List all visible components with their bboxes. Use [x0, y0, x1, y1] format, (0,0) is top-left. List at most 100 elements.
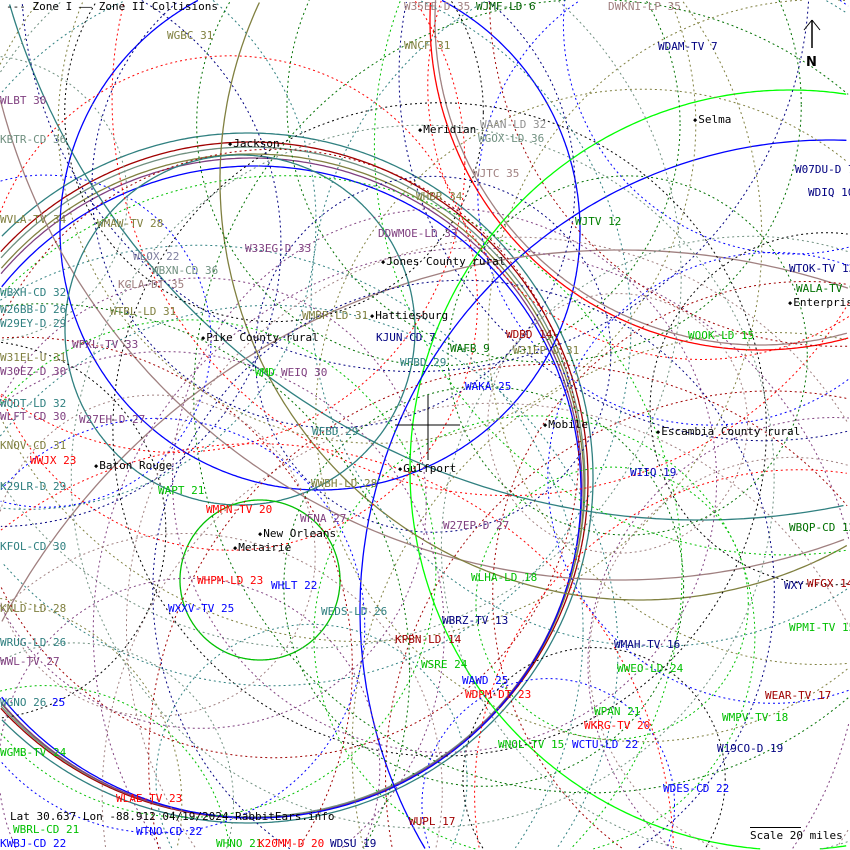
station-label[interactable]: WWBH-LD 28: [311, 477, 378, 490]
station-label[interactable]: KGLA-DT 35: [118, 278, 185, 291]
station-label[interactable]: K20MM-D 20: [258, 837, 325, 850]
station-label[interactable]: KPBN-LD 14: [395, 633, 462, 646]
station-label[interactable]: KNOV-CD 31: [0, 439, 67, 452]
station-label[interactable]: WALA-TV 9: [796, 282, 850, 295]
station-label[interactable]: WAPT 21: [158, 484, 205, 497]
station-label[interactable]: WWEO-LD 24: [617, 662, 684, 675]
station-label[interactable]: WMPN-TV 20: [206, 503, 273, 516]
station-label[interactable]: KBTR-CD 36: [0, 133, 67, 146]
station-label[interactable]: DWKNI-LP 35: [608, 0, 681, 13]
station-label[interactable]: W31EP-D 31: [513, 344, 580, 357]
station-label[interactable]: W30EZ-D 30: [0, 365, 67, 378]
station-label[interactable]: WBRZ-TV 13: [442, 614, 509, 627]
station-label[interactable]: WGBC 31: [167, 29, 214, 42]
station-label[interactable]: WBRL-CD 21: [13, 823, 80, 836]
station-label[interactable]: WMAW-TV 28: [97, 217, 164, 230]
station-label[interactable]: WTNO-CD 22: [136, 825, 203, 838]
station-label[interactable]: WIIQ 19: [630, 466, 677, 479]
station-label[interactable]: WPXL-TV 33: [72, 338, 139, 351]
coverage-contour: [0, 240, 763, 643]
station-label[interactable]: WHLT 22: [271, 579, 318, 592]
station-label[interactable]: WBXH-CD 32: [0, 286, 67, 299]
station-label[interactable]: WOOK-LD 15: [688, 329, 755, 342]
station-label[interactable]: W27EP-D 27: [443, 519, 510, 532]
station-label[interactable]: WJTV 12: [575, 215, 622, 228]
station-label[interactable]: WPAN 21: [594, 705, 641, 718]
station-label[interactable]: DDWMOE-LD 33: [378, 227, 458, 240]
station-label[interactable]: WLOX 22: [133, 250, 180, 263]
station-label[interactable]: WPMI-TV 15: [789, 621, 850, 634]
station-label[interactable]: WEIQ 30: [281, 366, 328, 379]
coverage-contour: [0, 453, 579, 759]
station-label[interactable]: WSRE 24: [421, 658, 468, 671]
station-label[interactable]: W35EE-D 35: [404, 0, 471, 13]
station-label[interactable]: WMBP-LD 31: [302, 309, 369, 322]
station-label[interactable]: WGMB-TV 24: [0, 746, 67, 759]
station-label[interactable]: WDIQ 10: [808, 186, 850, 199]
station-label[interactable]: WTBL-LD 31: [110, 305, 177, 318]
station-label[interactable]: WTOK-TV 13: [789, 262, 850, 275]
station-label[interactable]: WEDS-LD 26: [321, 605, 388, 618]
station-label[interactable]: WUPL 17: [409, 815, 456, 828]
station-label[interactable]: KWBJ-CD 22: [0, 837, 67, 850]
station-label[interactable]: WVLA-TV 34: [0, 213, 67, 226]
station-label[interactable]: WKRG-TV 20: [584, 719, 651, 732]
station-label[interactable]: WMAH-TV 16: [614, 638, 681, 651]
station-label[interactable]: WQDT-LD 32: [0, 397, 67, 410]
station-label[interactable]: WDES-CD 22: [663, 782, 730, 795]
scale-bar: [750, 827, 801, 828]
station-label[interactable]: WXXV-TV 25: [168, 602, 235, 615]
station-label[interactable]: KFOL-CD 30: [0, 540, 67, 553]
station-label[interactable]: WWJX 23: [30, 454, 77, 467]
station-label[interactable]: WJMF-LD 6: [476, 0, 536, 13]
station-label[interactable]: WGOX-LD 36: [478, 132, 545, 145]
station-label[interactable]: WDBD 14: [506, 328, 553, 341]
station-label[interactable]: WBQP-CD 12: [789, 521, 850, 534]
station-label[interactable]: WAWD 25: [462, 674, 509, 687]
station-label[interactable]: WHBR 34: [416, 190, 463, 203]
station-label[interactable]: WCTU-LD 22: [572, 738, 639, 751]
station-label[interactable]: KNLD-LD 28: [0, 602, 67, 615]
station-label[interactable]: WNCF 31: [404, 39, 451, 52]
station-label[interactable]: WDPM-DT 23: [465, 688, 532, 701]
station-label[interactable]: 25: [52, 696, 66, 709]
station-label[interactable]: W31EL-U 31: [0, 351, 67, 364]
station-label[interactable]: WDAM-TV 7: [658, 40, 718, 53]
station-label[interactable]: W07DU-D 7: [795, 163, 850, 176]
station-label[interactable]: WFNA 27: [300, 512, 347, 525]
station-label[interactable]: WMPV-TV 18: [722, 711, 789, 724]
station-label[interactable]: W33EG-D 33: [245, 242, 312, 255]
station-label[interactable]: WAFB 9: [450, 342, 490, 355]
station-label[interactable]: WDSU 19: [330, 837, 377, 850]
station-label[interactable]: WFGX 14: [807, 577, 850, 590]
station-label[interactable]: WLAE-TV 23: [116, 792, 183, 805]
station-label[interactable]: WHPM-LD 23: [197, 574, 264, 587]
station-label[interactable]: W29EY-D 29: [0, 317, 67, 330]
coverage-contour: [351, 331, 847, 848]
station-label[interactable]: WLHA-LD 18: [471, 571, 538, 584]
station-label[interactable]: WRUG-LD 26: [0, 636, 67, 649]
station-label[interactable]: WHNO 21: [216, 837, 263, 850]
station-label[interactable]: W19CO-D 19: [717, 742, 784, 755]
station-label[interactable]: WJTC 35: [473, 167, 520, 180]
station-label[interactable]: WNOL-TV 15: [498, 738, 565, 751]
station-label[interactable]: WGNO 26: [0, 696, 47, 709]
station-label[interactable]: WAAN-LD 32: [480, 118, 547, 131]
station-label[interactable]: WAKA 25: [465, 380, 512, 393]
station-label[interactable]: W27EH-D 27: [79, 413, 146, 426]
station-label[interactable]: WWL-TV 27: [0, 655, 60, 668]
station-label[interactable]: WLFT-CD 30: [0, 410, 67, 423]
station-label[interactable]: WFBD 29: [400, 356, 447, 369]
station-label[interactable]: W26BB-D 26: [0, 303, 67, 316]
coverage-contour: [427, 0, 850, 360]
station-label[interactable]: WLBT 30: [0, 94, 47, 107]
station-label[interactable]: WFBD 29: [312, 425, 359, 438]
station-label[interactable]: K29LR-D 29: [0, 480, 67, 493]
station-label[interactable]: WXY: [784, 579, 804, 592]
station-label[interactable]: WEAR-TV 17: [765, 689, 832, 702]
station-label[interactable]: WBXN-CD 36: [152, 264, 219, 277]
station-label[interactable]: WMD: [255, 366, 275, 379]
station-label[interactable]: KJUN-CD 7: [376, 331, 436, 344]
legend: --- Zone I —— Zone II Collisions: [6, 1, 218, 13]
